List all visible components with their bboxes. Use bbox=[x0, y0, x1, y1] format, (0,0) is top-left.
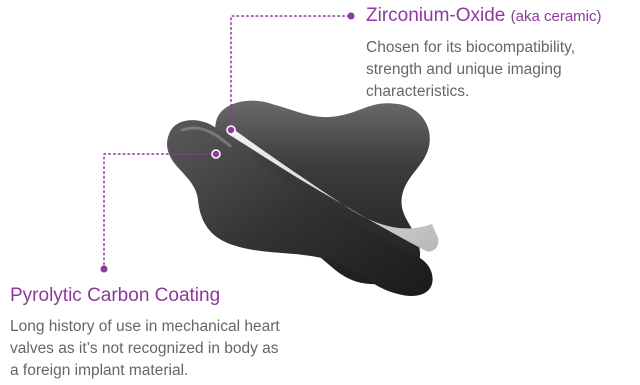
zirconium-label-dot bbox=[348, 13, 355, 20]
pyrolytic-title: Pyrolytic Carbon Coating bbox=[10, 284, 350, 308]
pyrolytic-description: Long history of use in mechanical heart … bbox=[10, 316, 350, 382]
zirconium-callout: Zirconium-Oxide (aka ceramic) Chosen for… bbox=[366, 4, 638, 103]
zirconium-title: Zirconium-Oxide (aka ceramic) bbox=[366, 4, 638, 29]
zirconium-title-note: (aka ceramic) bbox=[511, 8, 602, 25]
pyrolytic-anchor-dot bbox=[212, 150, 220, 158]
zirconium-anchor-dot bbox=[227, 126, 235, 134]
pyrolytic-callout: Pyrolytic Carbon Coating Long history of… bbox=[10, 284, 350, 382]
pyrolytic-label-dot bbox=[101, 266, 108, 273]
zirconium-description: Chosen for its biocompatibility, strengt… bbox=[366, 37, 638, 103]
zirconium-title-text: Zirconium-Oxide bbox=[366, 5, 505, 26]
